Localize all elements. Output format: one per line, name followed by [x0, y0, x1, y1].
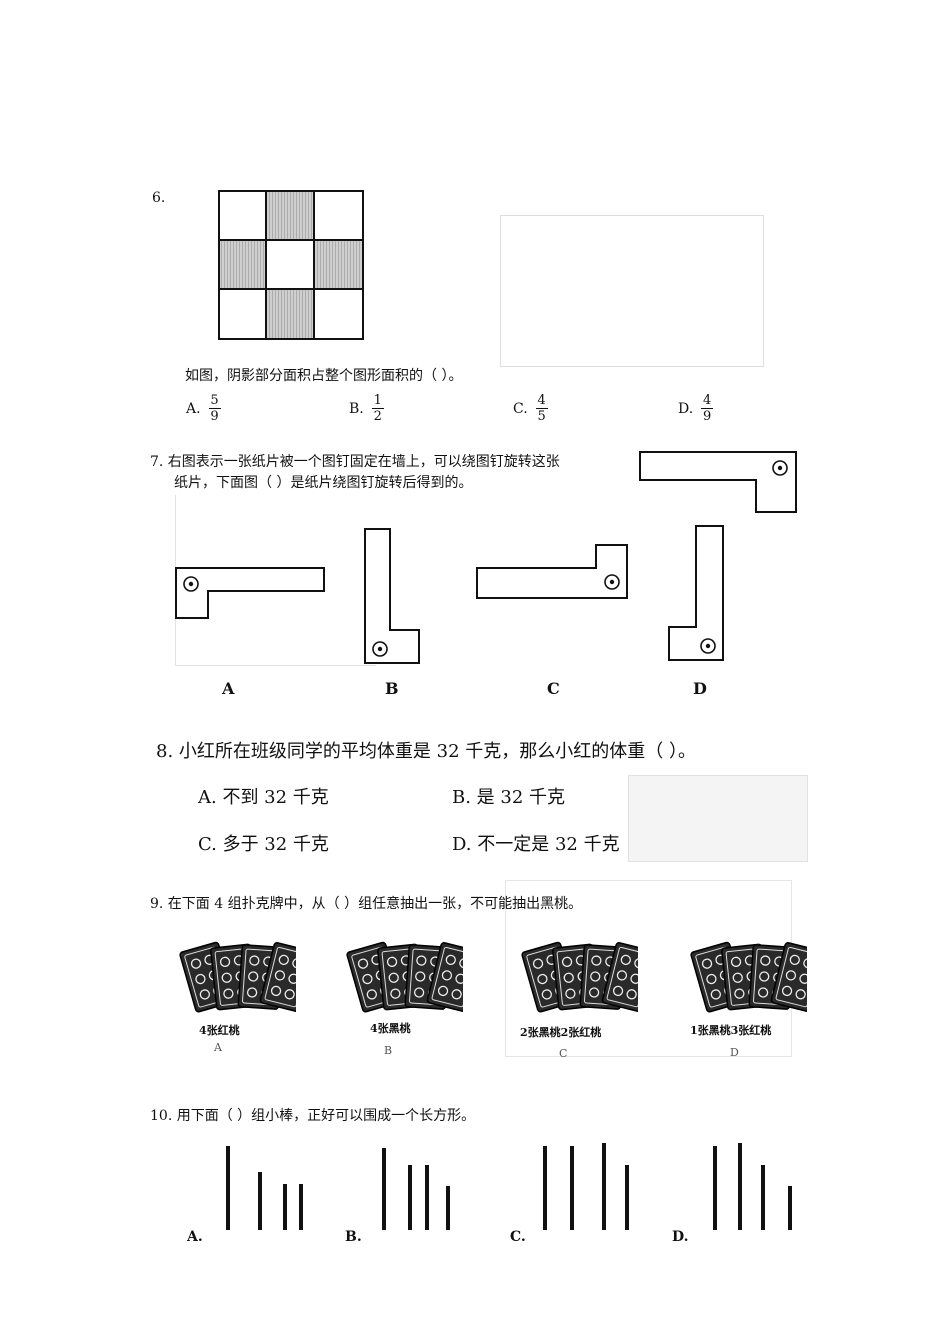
q6-cell-shaded-bottom [266, 289, 314, 339]
q6-option-c-label: C. [513, 400, 528, 417]
q7-figure-b[interactable] [363, 527, 421, 665]
pin-icon [772, 460, 788, 476]
q9-letter-c: C [559, 1047, 568, 1060]
q7-label-a: A [222, 679, 235, 698]
q8-option-d[interactable]: D. 不一定是 32 千克 [452, 834, 620, 855]
q10-stick-group-a [226, 1146, 303, 1230]
bleed-through-grid [628, 775, 808, 862]
q9-letter-b: B [384, 1044, 393, 1057]
q7-question-line1: 7. 右图表示一张纸片被一个图钉固定在墙上，可以绕图钉旋转这张 [150, 454, 560, 470]
q6-question-text: 如图，阴影部分面积占整个图形面积的（ ）。 [185, 368, 463, 384]
q8-option-a[interactable]: A. 不到 32 千克 [198, 787, 329, 808]
q6-option-b-label: B. [349, 400, 364, 417]
q6-number: 6. [152, 190, 166, 206]
q10-question-text: 10. 用下面（ ）组小棒，正好可以围成一个长方形。 [150, 1108, 476, 1124]
q6-cell-shaded-top [266, 191, 314, 240]
q6-option-a-label: A. [186, 400, 201, 417]
bleed-through-table [500, 215, 764, 367]
q10-stick-group-c [543, 1143, 629, 1230]
q8-option-c[interactable]: C. 多于 32 千克 [198, 834, 329, 855]
q7-label-d: D [693, 679, 707, 698]
q7-reference-paper [639, 451, 797, 513]
pin-icon [183, 576, 199, 592]
q7-label-c: C [547, 679, 560, 698]
q9-letter-d: D [730, 1046, 739, 1059]
q10-label-d[interactable]: D. [672, 1229, 689, 1245]
pin-icon [604, 574, 620, 590]
q6-cell-shaded-left [219, 240, 266, 289]
q9-caption-d: 1张黑桃3张红桃 [690, 1024, 772, 1037]
q7-figure-d[interactable] [667, 524, 725, 662]
q10-stick-group-b [382, 1148, 450, 1230]
q10-label-a[interactable]: A. [187, 1229, 203, 1245]
q6-grid-figure [218, 190, 364, 340]
q6-option-d-label: D. [678, 400, 694, 417]
q6-cell-shaded-right [314, 240, 363, 289]
q8-question-text: 8. 小红所在班级同学的平均体重是 32 千克，那么小红的体重（ ）。 [156, 741, 696, 762]
q7-question-line2: 纸片，下面图（ ）是纸片绕图钉旋转后得到的。 [174, 475, 473, 491]
pin-icon [700, 638, 716, 654]
q8-option-b[interactable]: B. 是 32 千克 [452, 787, 566, 808]
q9-caption-c: 2张黑桃2张红桃 [520, 1026, 602, 1039]
q7-figure-a[interactable] [174, 566, 326, 620]
q9-caption-a: 4张红桃 [199, 1024, 240, 1037]
q9-caption-b: 4张黑桃 [370, 1022, 411, 1035]
q9-card-group-a[interactable] [166, 934, 314, 1020]
q10-stick-group-d [713, 1143, 792, 1230]
q7-figure-c[interactable] [475, 543, 629, 600]
q9-question-text: 9. 在下面 4 组扑克牌中，从（ ）组任意抽出一张，不可能抽出黑桃。 [150, 896, 583, 912]
q9-letter-a: A [214, 1041, 222, 1054]
card-fan-icon [179, 941, 314, 1013]
q7-label-b: B [385, 679, 399, 698]
q10-label-b[interactable]: B. [345, 1229, 362, 1245]
pin-icon [372, 641, 388, 657]
q10-label-c[interactable]: C. [510, 1229, 526, 1245]
